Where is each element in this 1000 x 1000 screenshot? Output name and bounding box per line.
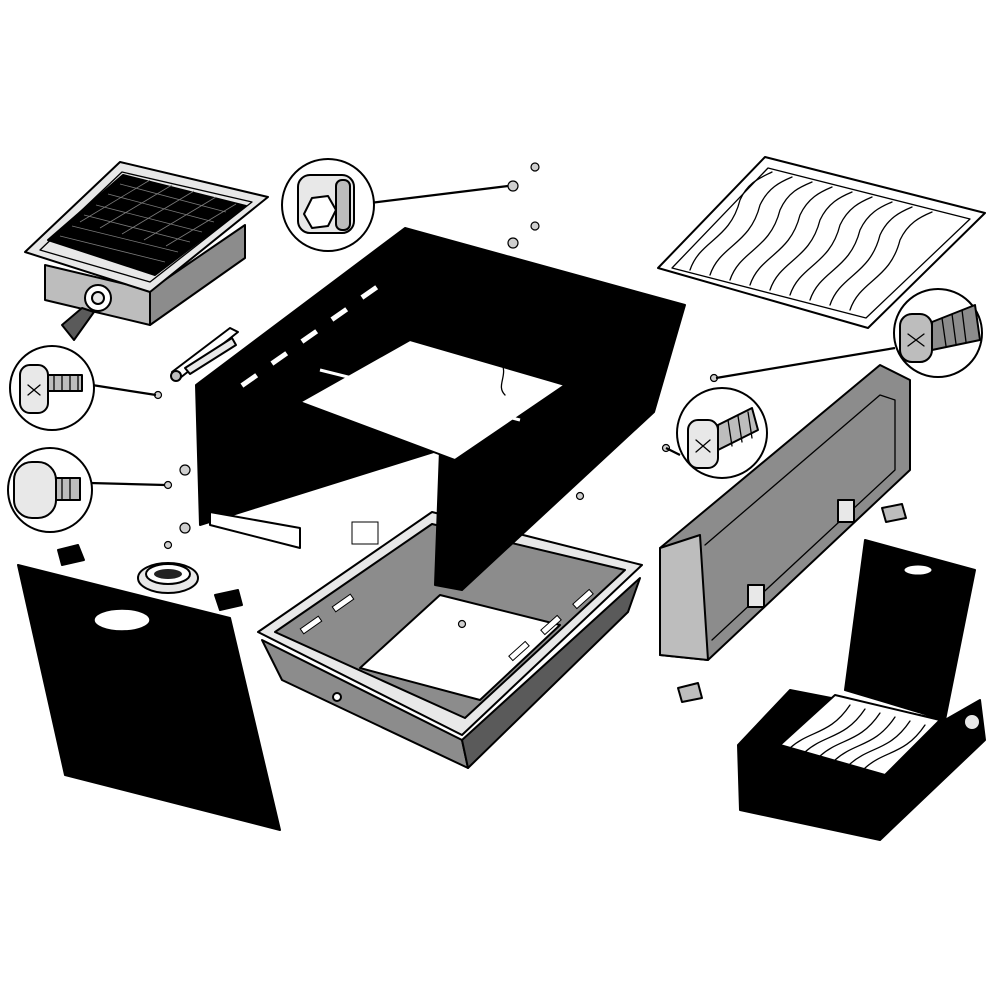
panel-clip-top xyxy=(881,503,907,523)
side-burner xyxy=(737,539,986,841)
panel-clip-bottom xyxy=(677,682,703,703)
hex-nut-callout xyxy=(281,158,375,252)
grease-tray xyxy=(257,511,643,769)
phillips-screw-icon xyxy=(899,304,981,363)
burner-frame xyxy=(195,227,686,591)
cooking-grate xyxy=(657,156,986,329)
cabinet-door xyxy=(17,564,281,831)
callout-leaders xyxy=(89,184,896,487)
infrared-burner xyxy=(24,161,269,341)
self-tapping-screw-callout xyxy=(676,387,768,479)
phillips-screw-icon xyxy=(19,364,83,414)
hex-nut-icon xyxy=(297,174,355,234)
door-hinge-left xyxy=(57,544,85,566)
door-hinge-right xyxy=(214,589,243,611)
control-knob-bezel xyxy=(137,562,199,594)
igniter-electrode xyxy=(170,327,239,382)
self-tapping-screw-icon xyxy=(687,407,759,469)
dome-bolt-icon xyxy=(13,461,81,519)
phillips-screw-callout-right xyxy=(893,288,983,378)
fasteners xyxy=(153,162,719,629)
side-panel xyxy=(659,364,911,661)
dome-bolt-callout xyxy=(7,447,93,533)
phillips-screw-callout-left xyxy=(9,345,95,431)
